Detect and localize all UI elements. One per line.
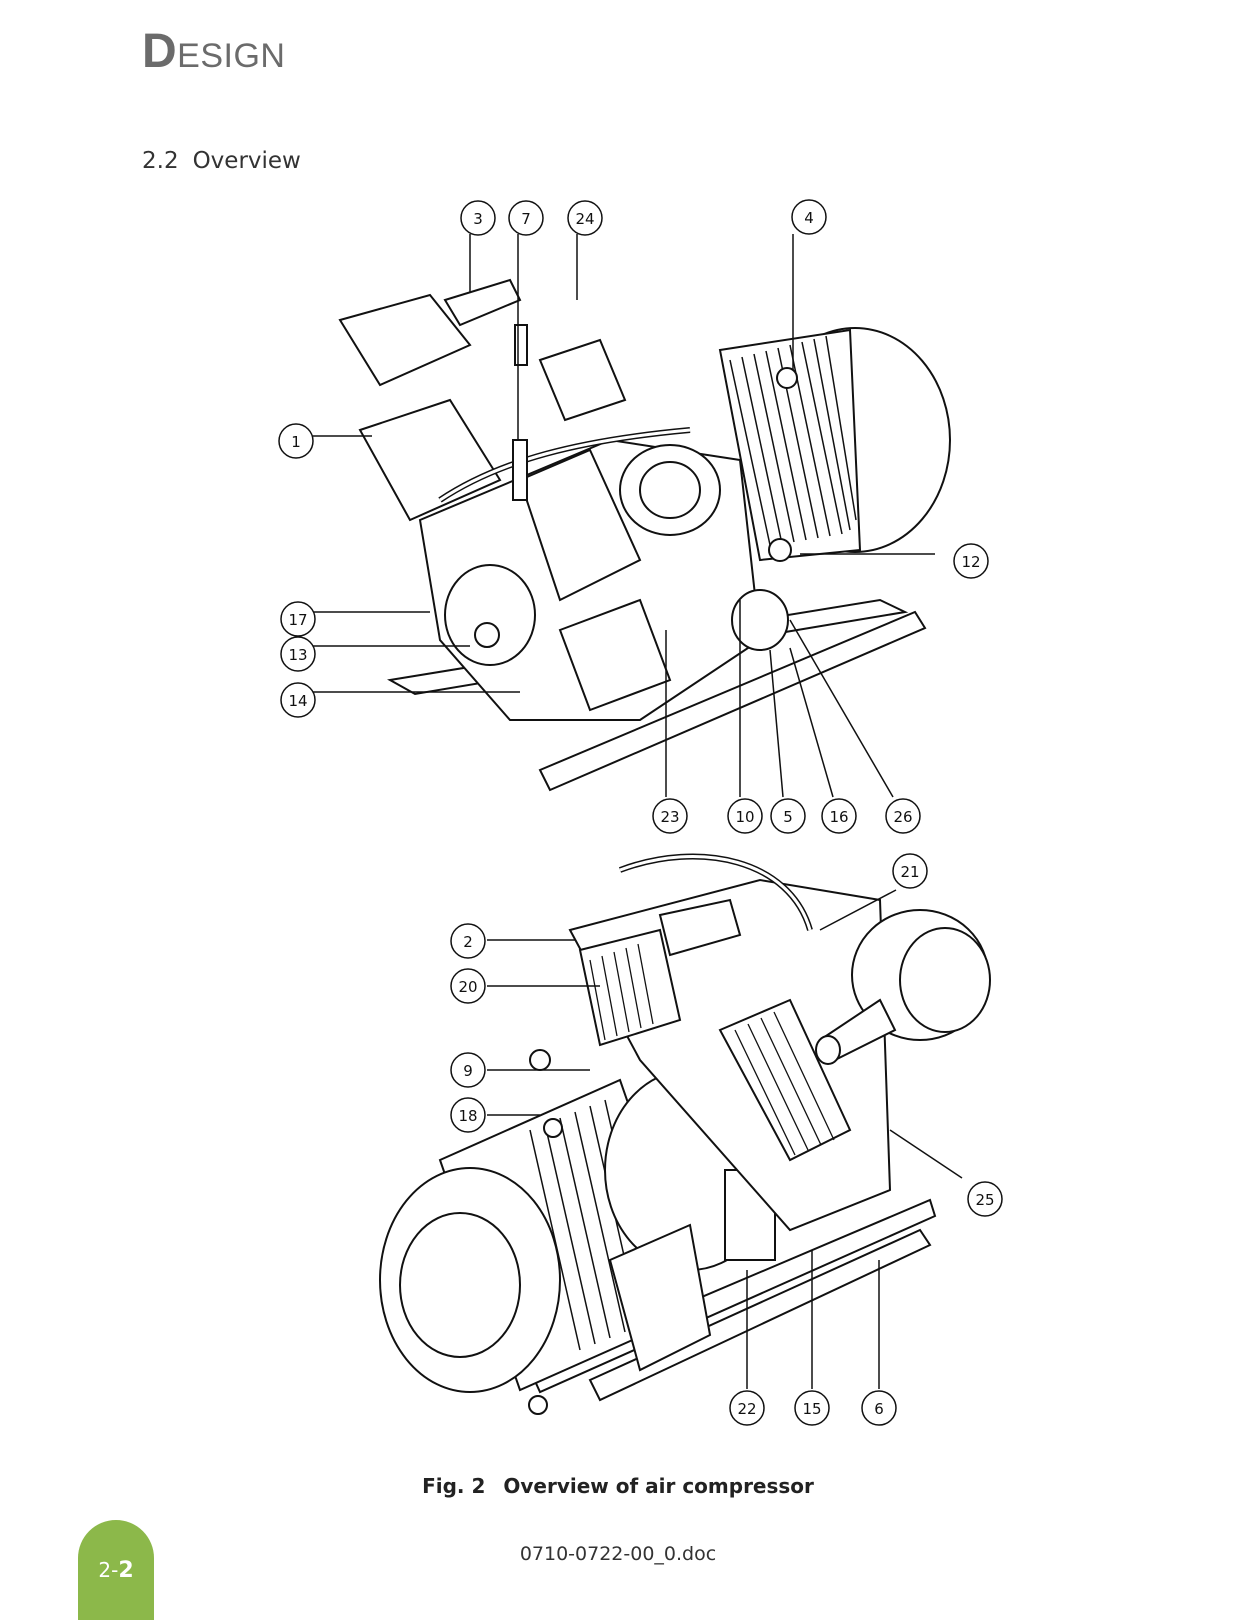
- callout-18: [450, 1097, 486, 1133]
- compressor-drawing: 3 7 24 4 1 12 17 13 14 23 10 5 16 26 21 …: [278, 199, 1003, 1426]
- callout-label: 1: [291, 433, 301, 451]
- figure-number: Fig. 2: [422, 1474, 486, 1498]
- compressor-top-view: [338, 278, 951, 792]
- figure-caption: Fig. 2 Overview of air compressor: [0, 1474, 1236, 1498]
- callout-16: [821, 798, 857, 834]
- page-prefix: 2-: [98, 1558, 119, 1582]
- callout-1: [278, 423, 314, 459]
- callout-label: 14: [288, 692, 307, 710]
- callout-7: [508, 200, 544, 236]
- callout-label: 21: [900, 863, 919, 881]
- chapter-rest: ESIGN: [177, 37, 286, 75]
- section-number: 2.2: [142, 148, 179, 174]
- callout-label: 15: [802, 1400, 821, 1418]
- callout-label: 10: [735, 808, 754, 826]
- callout-label: 20: [458, 978, 477, 996]
- callout-15: [794, 1390, 830, 1426]
- callout-23: [652, 798, 688, 834]
- callout-6: [861, 1390, 897, 1426]
- callout-21: [892, 853, 928, 889]
- callout-22: [729, 1390, 765, 1426]
- callout-label: 22: [737, 1400, 756, 1418]
- callout-label: 25: [975, 1191, 994, 1209]
- callout-label: 17: [288, 611, 307, 629]
- callout-label: 2: [463, 933, 473, 951]
- callout-label: 9: [463, 1062, 473, 1080]
- callout-label: 5: [783, 808, 793, 826]
- callout-3: [460, 200, 496, 236]
- callout-label: 3: [473, 210, 483, 228]
- section-heading: 2.2 Overview: [142, 148, 301, 174]
- page-number-tab: 2-2: [78, 1520, 154, 1620]
- callout-14: [280, 682, 316, 718]
- chapter-initial: D: [142, 25, 178, 78]
- callout-label: 18: [458, 1107, 477, 1125]
- page-number-value: 2: [118, 1558, 134, 1583]
- page-number: 2-2: [78, 1558, 154, 1583]
- callout-4: [791, 199, 827, 235]
- callout-label: 26: [893, 808, 912, 826]
- callout-26: [885, 798, 921, 834]
- chapter-heading: DESIGN: [142, 24, 285, 79]
- callout-2: [450, 923, 486, 959]
- document-filename: 0710-0722-00_0.doc: [519, 1543, 717, 1565]
- callout-label: 4: [804, 209, 814, 227]
- callout-label: 13: [288, 646, 307, 664]
- callout-17: [280, 601, 316, 637]
- callout-5: [770, 798, 806, 834]
- callout-24: [567, 200, 603, 236]
- callouts-bottom: [487, 889, 963, 1389]
- callout-13: [280, 636, 316, 672]
- callout-10: [727, 798, 763, 834]
- callout-20: [450, 968, 486, 1004]
- compressor-bottom-view: [379, 853, 991, 1415]
- callout-label: 6: [874, 1400, 884, 1418]
- callout-25: [967, 1181, 1003, 1217]
- callout-label: 23: [660, 808, 679, 826]
- callouts-top: [311, 234, 935, 798]
- figure-title: Overview of air compressor: [503, 1474, 814, 1498]
- callout-label: 16: [829, 808, 848, 826]
- callout-label: 7: [521, 210, 531, 228]
- callout-label: 12: [961, 553, 980, 571]
- section-title: Overview: [192, 148, 301, 174]
- callout-label: 24: [575, 210, 594, 228]
- callout-9: [450, 1052, 486, 1088]
- callout-12: [953, 543, 989, 579]
